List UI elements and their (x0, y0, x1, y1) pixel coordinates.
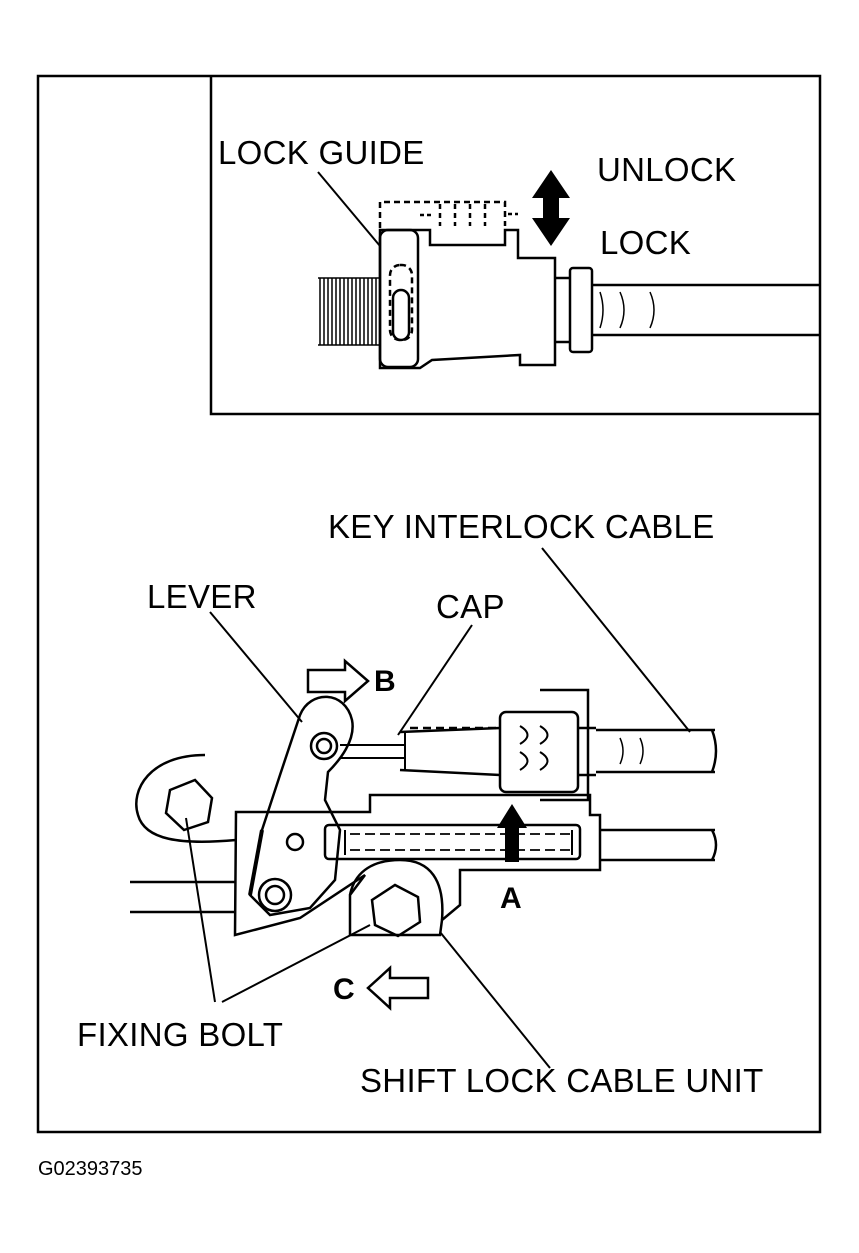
inset-connector (318, 200, 820, 370)
label-unlock: UNLOCK (597, 151, 737, 188)
ribbed-cable (318, 277, 380, 346)
leader-lines (185, 547, 691, 1069)
label-shift-lock-cable-unit: SHIFT LOCK CABLE UNIT (360, 1062, 764, 1099)
label-b: B (374, 665, 396, 698)
label-key-interlock-cable: KEY INTERLOCK CABLE (328, 508, 715, 545)
lock-guide-leader (317, 171, 381, 247)
label-lever: LEVER (147, 578, 257, 615)
arrow-a (497, 804, 527, 862)
outer-frame (36, 74, 822, 1134)
lock-unlock-arrow (532, 170, 570, 246)
label-lock-guide: LOCK GUIDE (218, 134, 425, 171)
label-c: C (333, 973, 355, 1006)
main-assembly (130, 688, 718, 938)
arrow-b (306, 658, 370, 704)
label-fixing-bolt: FIXING BOLT (77, 1016, 284, 1053)
label-a: A (500, 882, 522, 915)
label-lock: LOCK (600, 224, 692, 261)
figure-code: G02393735 (38, 1158, 143, 1180)
arrow-c (366, 965, 430, 1011)
label-cap: CAP (436, 588, 505, 625)
inset-frame (209, 76, 820, 416)
